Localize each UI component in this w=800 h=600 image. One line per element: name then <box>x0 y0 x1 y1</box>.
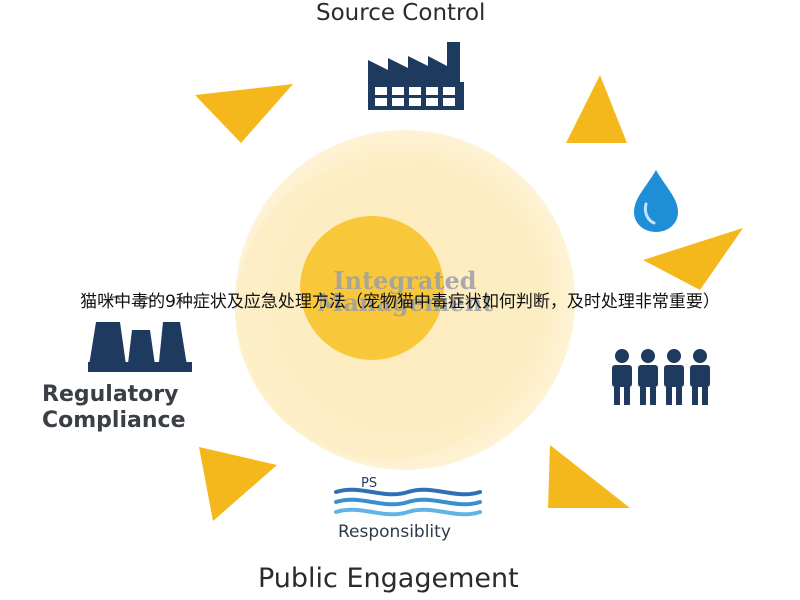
public-engagement-label: Public Engagement <box>258 563 519 594</box>
responsibility-label: Responsiblity <box>338 522 451 542</box>
source-control-label: Source Control <box>316 0 486 26</box>
regulatory-label-line2: Compliance <box>42 408 186 433</box>
triangle-top-left <box>195 84 293 143</box>
power-plant-icon <box>88 296 192 372</box>
regulatory-compliance-label: Regulatory Compliance <box>42 382 185 434</box>
factory-icon <box>368 42 464 110</box>
center-title: Integrated Management <box>290 266 520 317</box>
triangle-bottom-left <box>199 447 277 521</box>
water-drop-icon <box>634 170 678 232</box>
triangle-top-right <box>566 75 627 143</box>
overlay-banner-text: 猫咪中毒的9种症状及应急处理方法（宠物猫中毒症状如何判断，及时处理非常重要） <box>80 292 720 312</box>
people-group-icon <box>612 349 710 405</box>
ps-tag: PS <box>361 476 378 491</box>
center-title-line2: Management <box>316 288 494 317</box>
triangle-bottom-right <box>548 445 630 508</box>
inner-circle <box>300 216 444 360</box>
water-waves-icon <box>334 487 482 517</box>
triangle-right <box>643 228 743 290</box>
center-title-line1: Integrated <box>333 266 477 295</box>
regulatory-label-line1: Regulatory <box>42 382 179 407</box>
